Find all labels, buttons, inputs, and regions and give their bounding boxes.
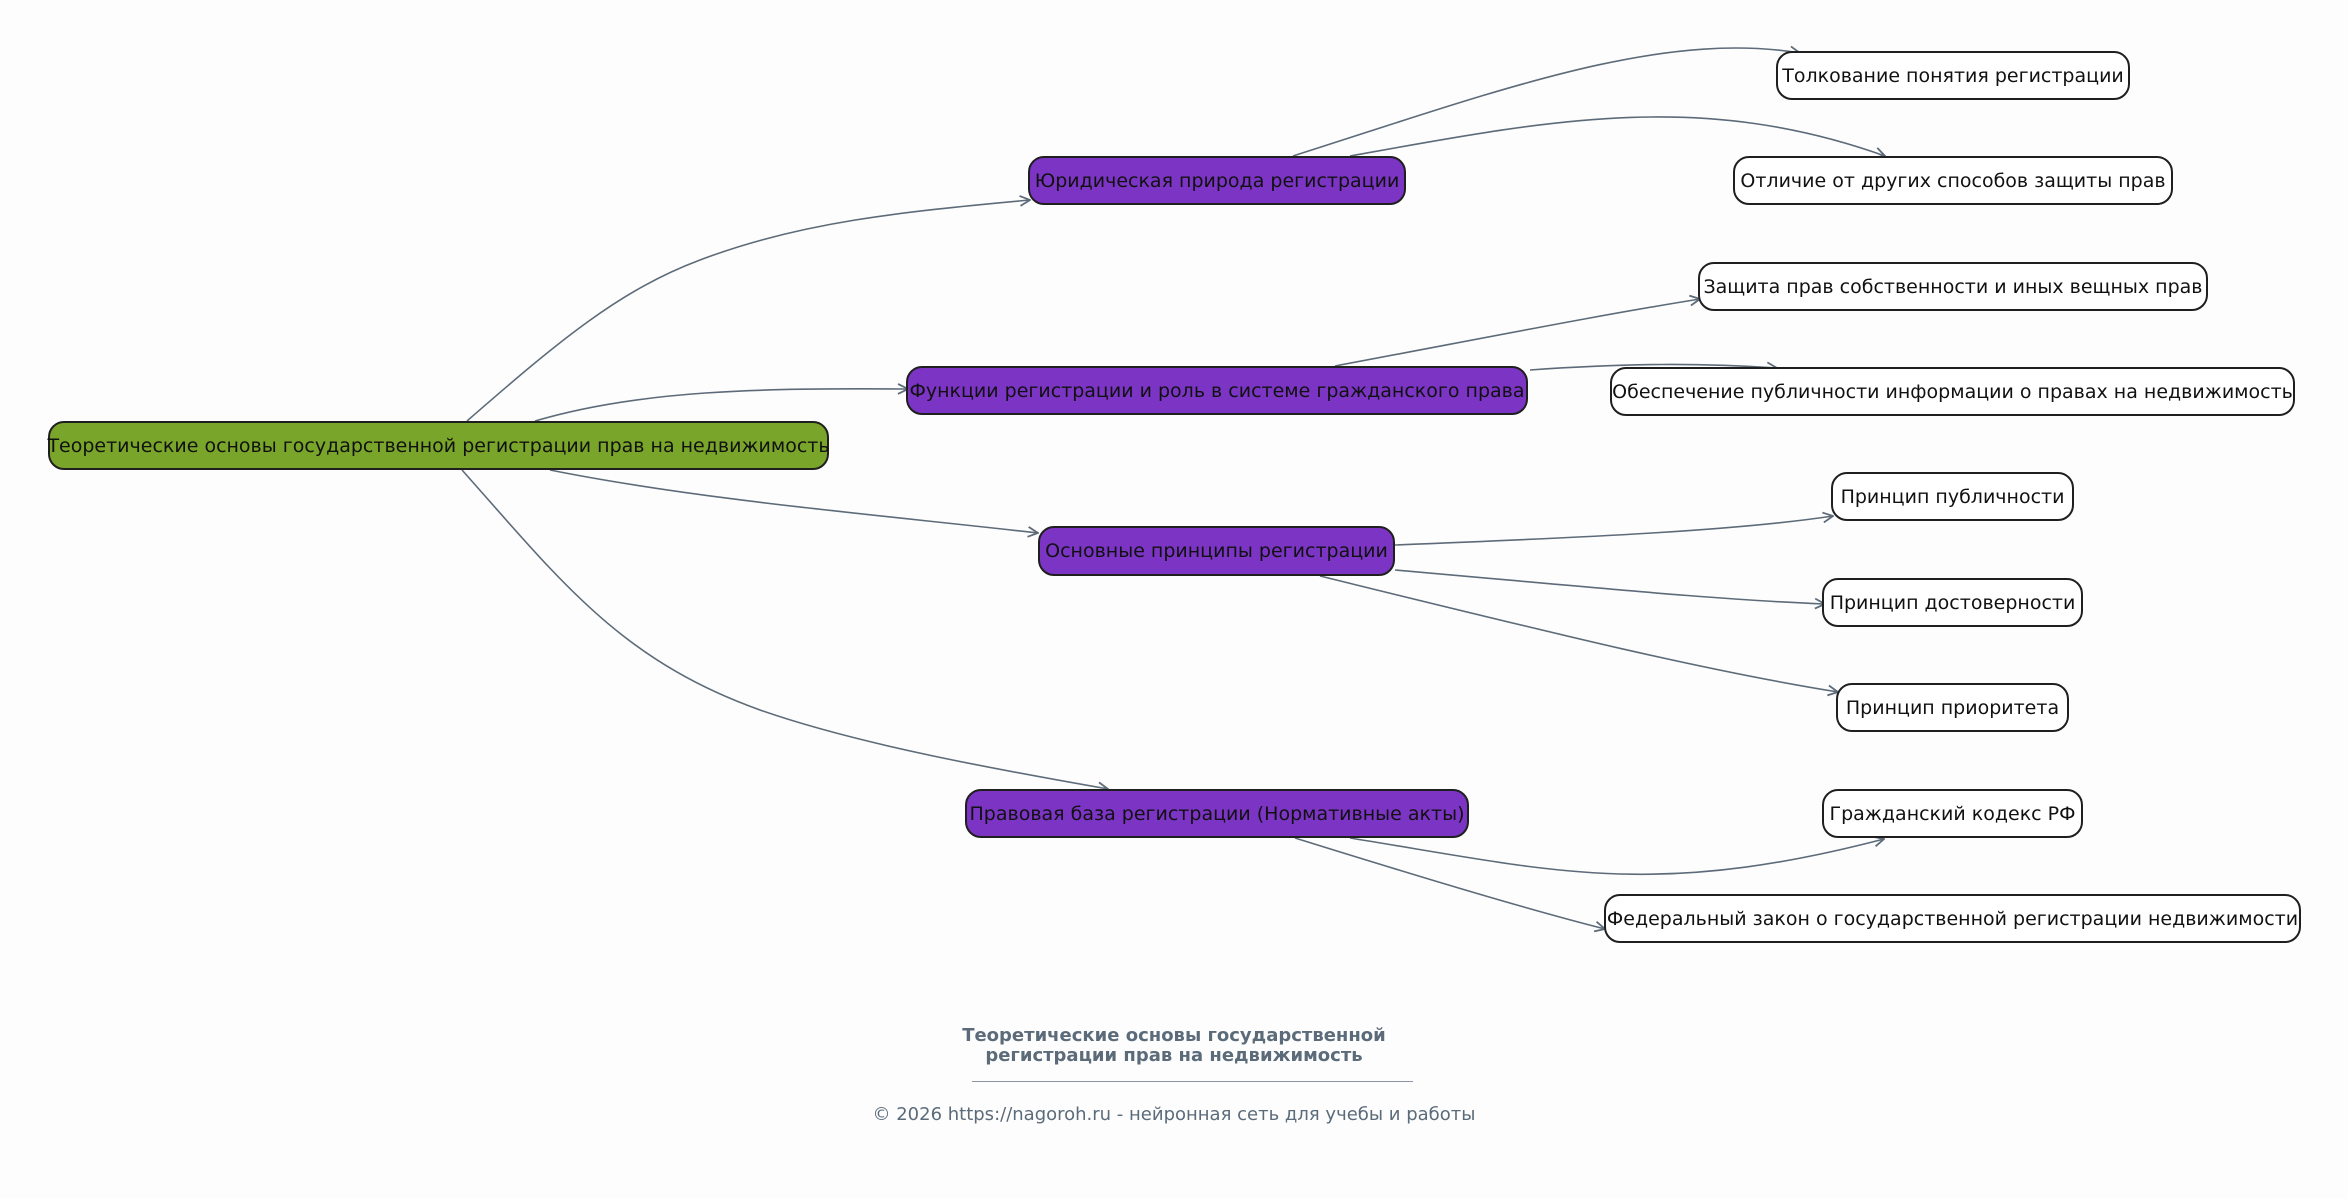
edge-branch-1-leaf-1 (1292, 48, 1800, 157)
leaf-node-3-2[interactable]: Принцип достоверности (1822, 578, 2083, 627)
leaf-label: Толкование понятия регистрации (1782, 64, 2124, 87)
footer-title: Теоретические основы государственной рег… (0, 1026, 2348, 1066)
edge-root-branch-3 (549, 469, 1038, 533)
root-label: Теоретические основы государственной рег… (47, 434, 830, 457)
branch-label: Основные принципы регистрации (1045, 540, 1388, 562)
edge-branch-3-leaf-3 (1319, 575, 1838, 692)
edge-branch-2-leaf-1 (1334, 299, 1700, 367)
leaf-label: Отличие от других способов защиты прав (1740, 169, 2166, 192)
footer-title-line2: регистрации прав на недвижимость (985, 1045, 1363, 1066)
root-node[interactable]: Теоретические основы государственной рег… (47, 421, 830, 470)
branch-node-3[interactable]: Основные принципы регистрации (1038, 526, 1395, 576)
leaf-label: Защита прав собственности и иных вещных … (1703, 275, 2203, 298)
edge-branch-4-leaf-1 (1349, 838, 1884, 876)
edge-branch-1-leaf-2 (1349, 116, 1885, 156)
leaf-node-4-2[interactable]: Федеральный закон о государственной реги… (1604, 894, 2301, 943)
leaf-label: Обеспечение публичности информации о пра… (1612, 380, 2293, 403)
leaf-node-3-1[interactable]: Принцип публичности (1831, 472, 2074, 521)
branch-node-2[interactable]: Функции регистрации и роль в системе гра… (906, 366, 1528, 415)
leaf-node-1-2[interactable]: Отличие от других способов защиты прав (1733, 156, 2173, 205)
branch-label: Юридическая природа регистрации (1034, 169, 1400, 192)
edge-root-branch-4 (461, 469, 1108, 789)
leaf-node-2-1[interactable]: Защита прав собственности и иных вещных … (1698, 262, 2208, 311)
branch-node-4[interactable]: Правовая база регистрации (Нормативные а… (965, 789, 1469, 838)
footer-copyright: © 2026 https://nagoroh.ru - нейронная се… (872, 1104, 1476, 1125)
edge-root-branch-1 (466, 200, 1030, 422)
branch-label: Функции регистрации и роль в системе гра… (909, 379, 1525, 402)
leaf-label: Принцип приоритета (1845, 696, 2060, 719)
footer-divider (972, 1081, 1413, 1082)
leaf-node-1-1[interactable]: Толкование понятия регистрации (1776, 51, 2130, 100)
leaf-label: Принцип публичности (1840, 485, 2065, 508)
edge-branch-3-leaf-1 (1394, 516, 1833, 546)
edge-branch-2-leaf-2 (1529, 364, 1777, 370)
branch-label: Правовая база регистрации (Нормативные а… (969, 802, 1465, 825)
footer-title-line1: Теоретические основы государственной (962, 1025, 1386, 1046)
leaf-node-3-3[interactable]: Принцип приоритета (1836, 683, 2069, 732)
branch-node-1[interactable]: Юридическая природа регистрации (1028, 156, 1406, 205)
leaf-node-2-2[interactable]: Обеспечение публичности информации о пра… (1610, 367, 2295, 416)
leaf-label: Принцип достоверности (1829, 591, 2076, 614)
edge-root-branch-2 (534, 389, 908, 422)
leaf-label: Федеральный закон о государственной реги… (1606, 907, 2299, 930)
edge-branch-4-leaf-2 (1294, 837, 1605, 929)
leaf-label: Гражданский кодекс РФ (1829, 802, 2076, 825)
leaf-node-4-1[interactable]: Гражданский кодекс РФ (1822, 789, 2083, 838)
edge-branch-3-leaf-2 (1394, 569, 1825, 604)
